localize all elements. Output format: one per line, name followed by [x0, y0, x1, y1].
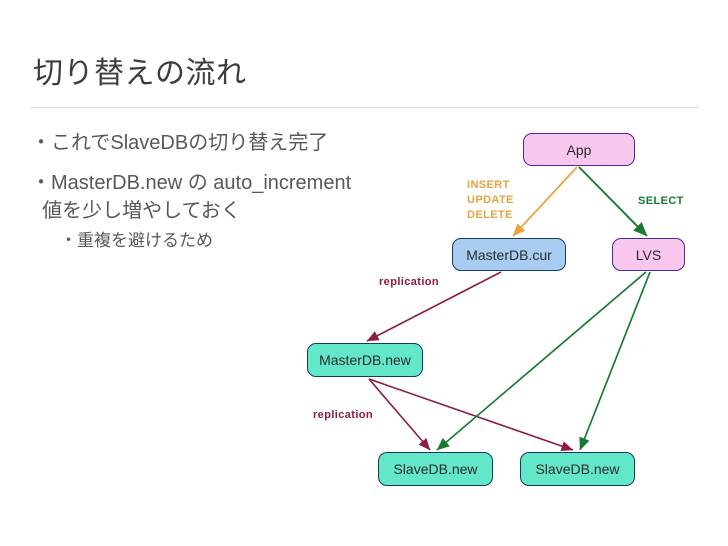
edge-slavedb-2-to-lvs — [579, 271, 651, 451]
edge-masterdb-new-to-slavedb-2 — [368, 378, 574, 452]
node-slavedb-new-1[interactable]: SlaveDB.new — [378, 452, 493, 486]
bullet-item: ・MasterDB.new の auto_increment 値を少し増やしてお… — [31, 172, 352, 222]
node-lvs[interactable]: LVS — [612, 238, 685, 271]
bullet-item: ・重複を避けるため — [60, 231, 213, 250]
edge-label-write-ops: INSERT UPDATE DELETE — [467, 179, 514, 221]
node-slavedb-new-2[interactable]: SlaveDB.new — [520, 452, 635, 486]
edge-label-select-op: SELECT — [638, 195, 684, 207]
title-divider — [31, 107, 699, 108]
edge-label-replication-2: replication — [313, 409, 374, 421]
node-masterdb-new[interactable]: MasterDB.new — [307, 343, 423, 377]
edge-masterdb-new-to-slavedb-1 — [368, 378, 431, 451]
node-label: LVS — [635, 246, 662, 263]
node-label: SlaveDB.new — [393, 461, 478, 477]
node-app[interactable]: App — [523, 133, 635, 166]
edge-masterdb-cur-to-masterdb-new — [366, 271, 502, 342]
edge-app-to-masterdb-cur — [512, 166, 578, 237]
edge-label-replication-1: replication — [379, 276, 440, 288]
node-label: SlaveDB.new — [535, 461, 620, 477]
node-masterdb-cur[interactable]: MasterDB.cur — [452, 238, 566, 271]
node-label: MasterDB.cur — [466, 246, 552, 263]
node-label: MasterDB.new — [319, 352, 411, 368]
page-title: 切り替えの流れ — [33, 57, 247, 90]
edge-app-to-lvs — [578, 166, 648, 237]
bullet-item: ・これでSlaveDBの切り替え完了 — [31, 132, 329, 154]
node-label: App — [566, 141, 592, 158]
edge-slavedb-1-to-lvs — [436, 271, 647, 451]
